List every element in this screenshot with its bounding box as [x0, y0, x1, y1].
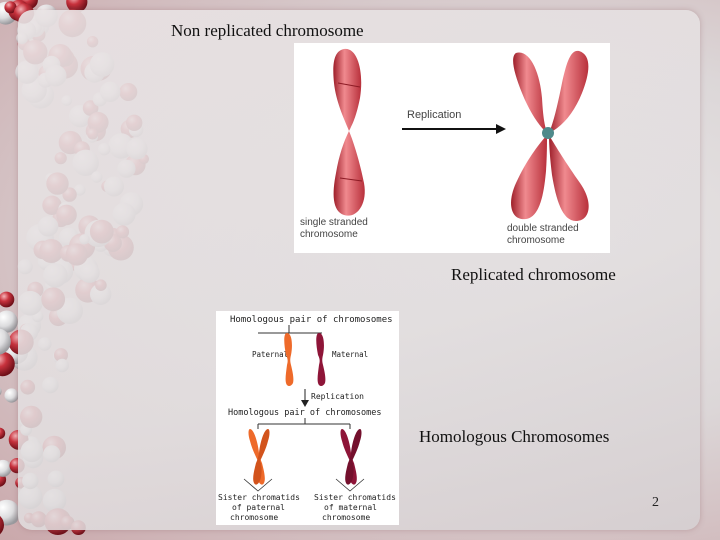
bead [0, 515, 4, 535]
left-caption-line2: of paternal [232, 503, 285, 512]
paternal-label: Paternal [252, 350, 288, 359]
bead [0, 310, 18, 333]
bead [0, 499, 20, 526]
title-homologous: Homologous Chromosomes [419, 427, 610, 446]
right-caption-line3: chromosome [322, 513, 370, 522]
right-label-line2: chromosome [507, 235, 565, 246]
left-caption-line3: chromosome [230, 513, 278, 522]
double-stranded-chromosome-icon [511, 50, 589, 221]
homologous-figure: Homologous pair of chromosomes Paternal … [216, 311, 399, 525]
right-label-line1: double stranded [507, 223, 579, 234]
bead [0, 328, 11, 355]
bead [4, 388, 19, 403]
replication-label: Replication [311, 392, 364, 401]
replication-figure: Replication single stranded chromosome d… [294, 43, 610, 253]
title-replicated: Replicated chromosome [451, 265, 616, 284]
title-non-replicated: Non replicated chromosome [171, 21, 364, 40]
right-caption-line2: of maternal [324, 503, 377, 512]
left-label-line2: chromosome [300, 229, 358, 240]
left-caption-line1: Sister chromatids [218, 493, 300, 502]
single-stranded-chromosome-icon [333, 48, 365, 216]
page-number: 2 [652, 495, 659, 510]
bead [0, 387, 2, 396]
top-header-label: Homologous pair of chromosomes [230, 315, 393, 325]
left-label-line1: single stranded [300, 217, 368, 228]
replication-arrow-icon [402, 124, 506, 134]
maternal-chromosome-icon [316, 333, 326, 386]
maternal-sister-chromatids-icon [340, 429, 362, 485]
bead [4, 1, 17, 14]
bead [0, 427, 6, 440]
bead [0, 291, 15, 308]
right-caption-line1: Sister chromatids [314, 493, 396, 502]
paternal-chromosome-icon [284, 333, 294, 386]
bead [0, 351, 15, 377]
mid-header-label: Homologous pair of chromosomes [228, 408, 382, 418]
bead [0, 459, 12, 477]
maternal-label: Maternal [332, 350, 368, 359]
replication-arrow-label: Replication [407, 109, 461, 121]
replication-down-arrow-icon [301, 400, 309, 407]
paternal-sister-chromatids-icon [248, 429, 270, 485]
